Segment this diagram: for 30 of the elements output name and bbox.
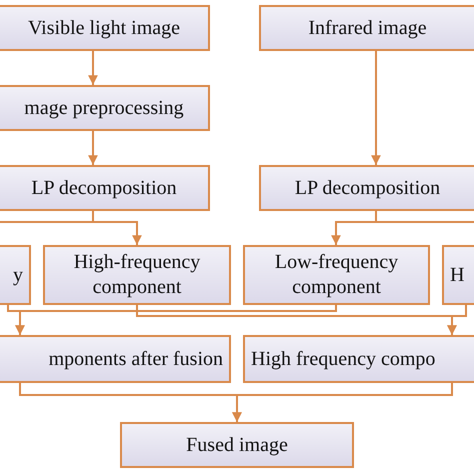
process-box [259,5,474,51]
box-label: Low-frequency component [274,250,400,300]
process-box [243,245,430,305]
arrow [88,130,98,166]
process-box [0,5,210,51]
arrow [88,50,98,86]
process-box [442,245,474,305]
process-box [120,422,354,468]
arrow [232,383,453,422]
box-label: Visible light image [28,16,180,40]
process-box [43,245,231,305]
process-box [0,245,31,305]
process-box [243,335,474,383]
box-label: High frequency compo [251,346,436,372]
box-label: mage preprocessing [24,96,184,120]
box-label: mponents after fusion [48,346,223,372]
box-label: y [13,262,23,288]
arrow [371,50,381,166]
box-label: Fused image [186,432,288,458]
box-label: H [450,262,464,288]
process-box [0,165,210,211]
process-box [0,335,231,383]
box-label: High-frequency component [72,250,202,300]
box-label: LP decomposition [31,176,177,200]
process-box [259,165,474,211]
box-label: LP decomposition [294,176,440,200]
arrow [447,305,467,336]
arrow [7,305,25,336]
process-box [0,85,210,131]
box-label: Infrared image [308,16,427,40]
